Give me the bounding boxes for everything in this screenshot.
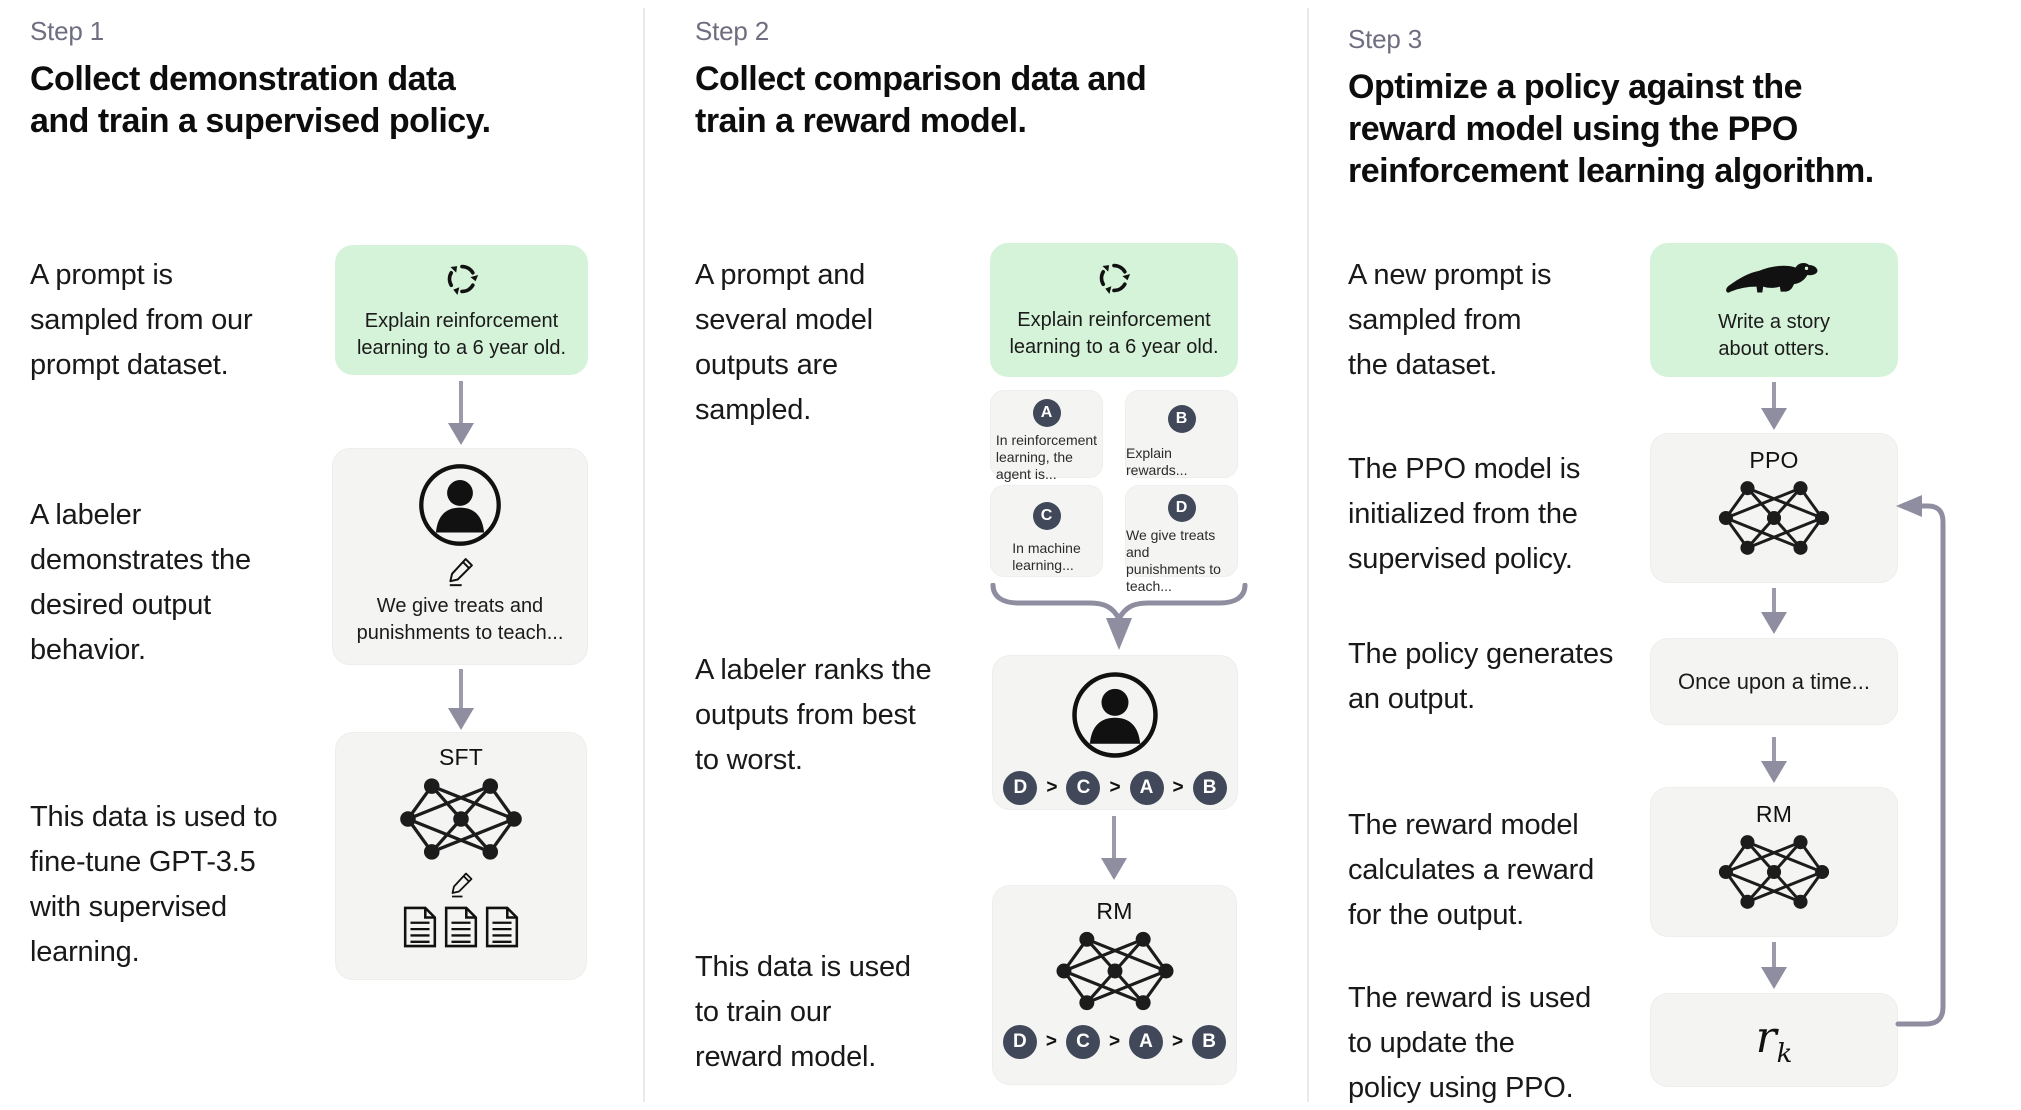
rank-badge: B — [1192, 1025, 1227, 1059]
output-letter-badge: D — [1167, 494, 1196, 522]
pencil-icon — [451, 872, 473, 898]
pencil-icon — [449, 558, 473, 587]
step3-label: Step 3 — [1348, 24, 1422, 54]
step3-caption-policy-output: The policy generates an output. — [1348, 638, 1614, 715]
step3-rm-title: RM — [1755, 801, 1793, 827]
output-letter-badge: A — [1032, 399, 1061, 427]
rank-badge: D — [1003, 771, 1038, 805]
step1-title: Collect demonstration data and train a s… — [30, 60, 491, 140]
output-text-d: We give treats and punishments to teach.… — [1126, 527, 1221, 594]
step1-labeler-text: We give treats and punishments to teach.… — [356, 595, 564, 644]
ranking-row: D > C > A > B — [1003, 771, 1227, 805]
rank-separator: > — [1045, 1031, 1057, 1052]
step3-ppo-title: PPO — [1749, 447, 1799, 473]
step3-output-text: Once upon a time... — [1678, 668, 1870, 694]
step1-caption-finetune: This data is used to fine-tune GPT-3.5 w… — [30, 801, 278, 968]
otter-icon — [1726, 263, 1818, 293]
rank-badge: B — [1192, 771, 1227, 805]
neural-network-icon — [1055, 931, 1174, 1011]
step3-reward-card: rk — [1650, 993, 1898, 1087]
step1-prompt-text: Explain reinforcement learning to a 6 ye… — [356, 310, 567, 359]
neural-network-icon — [1718, 481, 1830, 555]
step3-caption-reward-update: The reward is used to update the policy … — [1348, 982, 1592, 1104]
step2-ranking-card: D > C > A > B — [992, 655, 1238, 810]
rank-badge: C — [1065, 1025, 1100, 1059]
rank-badge: C — [1066, 771, 1101, 805]
arrow-down-icon — [448, 669, 474, 730]
arrow-down-icon — [1101, 816, 1127, 880]
output-card-b: B Explain rewards... — [1125, 390, 1238, 478]
step2-caption-outputs-sampled: A prompt and several model outputs are s… — [695, 259, 873, 426]
step3-prompt-card: Write a story about otters. — [1650, 243, 1898, 377]
step2-title: Collect comparison data and train a rewa… — [695, 60, 1147, 140]
step3-prompt-text: Write a story about otters. — [1718, 311, 1830, 360]
step3-caption-ppo-init: The PPO model is initialized from the su… — [1348, 453, 1581, 575]
step3-output-card: Once upon a time... — [1650, 638, 1898, 725]
step2-label: Step 2 — [695, 16, 769, 46]
step3-rm-card: RM — [1650, 787, 1898, 937]
refresh-cycle-icon — [1099, 263, 1131, 294]
step3-caption-rm-reward: The reward model calculates a reward for… — [1348, 809, 1595, 931]
output-card-d: D We give treats and punishments to teac… — [1125, 485, 1238, 594]
rank-separator: > — [1108, 1031, 1121, 1052]
labeler-person-icon — [419, 464, 501, 546]
step1-model-title: SFT — [438, 744, 484, 770]
step1-labeler-card: We give treats and punishments to teach.… — [332, 448, 588, 665]
rank-separator: > — [1172, 1031, 1184, 1052]
output-text-c: In machine learning... — [1012, 540, 1081, 573]
rank-badge: D — [1002, 1025, 1037, 1059]
reward-symbol: rk — [1755, 1011, 1793, 1069]
output-card-a: A In reinforcement learning, the agent i… — [990, 390, 1103, 482]
rank-badge: A — [1129, 771, 1164, 805]
step3-title: Optimize a policy against the reward mod… — [1348, 68, 1874, 190]
step1-caption-labeler-demo: A labeler demonstrates the desired outpu… — [30, 499, 251, 666]
step1-label: Step 1 — [30, 16, 104, 46]
rank-separator: > — [1046, 777, 1058, 798]
rank-separator: > — [1109, 777, 1121, 798]
step2-caption-train-rm: This data is used to train our reward mo… — [695, 951, 911, 1073]
step1-sft-model-card: SFT — [335, 732, 587, 980]
step3-caption-new-prompt: A new prompt is sampled from the dataset… — [1348, 259, 1552, 381]
arrow-down-icon — [448, 381, 474, 445]
output-text-b: Explain rewards... — [1126, 445, 1188, 478]
output-letter-badge: C — [1032, 502, 1061, 530]
step2-prompt-text: Explain reinforcement learning to a 6 ye… — [1009, 309, 1219, 358]
arrow-down-icon — [1761, 588, 1787, 634]
arrow-down-icon — [1761, 382, 1787, 430]
step2-prompt-card: Explain reinforcement learning to a 6 ye… — [990, 243, 1238, 377]
column-divider — [1307, 8, 1309, 1102]
neural-network-icon — [1718, 835, 1830, 909]
output-text-a: In reinforcement learning, the agent is.… — [995, 432, 1098, 482]
rank-separator: > — [1172, 777, 1184, 798]
output-card-c: C In machine learning... — [990, 485, 1103, 577]
refresh-cycle-icon — [447, 264, 478, 295]
column-divider — [643, 8, 645, 1102]
arrow-down-icon — [1761, 942, 1787, 989]
step2-model-title: RM — [1096, 898, 1133, 924]
step2-rm-model-card: RM D > C > A > B — [992, 885, 1237, 1085]
converge-brace-arrow-icon — [990, 583, 1248, 650]
ranking-row: D > C > A > B — [1002, 1025, 1227, 1059]
neural-network-icon — [400, 778, 522, 860]
step2-caption-labeler-ranks: A labeler ranks the outputs from best to… — [695, 654, 932, 776]
output-letter-badge: B — [1167, 405, 1196, 433]
step1-prompt-card: Explain reinforcement learning to a 6 ye… — [335, 245, 588, 375]
step3-ppo-card: PPO — [1650, 433, 1898, 583]
arrow-down-icon — [1761, 737, 1787, 783]
feedback-loop-arrow-icon — [1895, 495, 1946, 1027]
labeler-person-icon — [1072, 672, 1158, 758]
step1-caption-prompt-sampled: A prompt is sampled from our prompt data… — [30, 259, 253, 381]
rank-badge: A — [1129, 1025, 1164, 1059]
documents-icon — [402, 905, 520, 949]
